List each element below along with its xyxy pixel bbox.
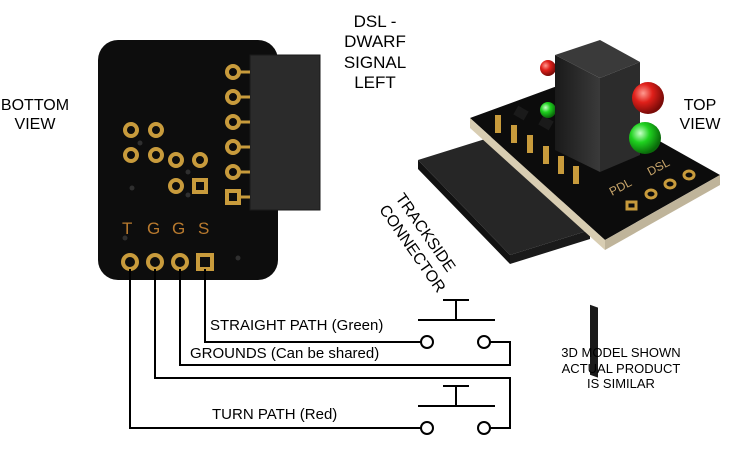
bottom-view-label: BOTTOM VIEW: [0, 96, 70, 134]
red-led: [632, 82, 664, 114]
led-pads: [123, 122, 208, 194]
wiring: [129, 269, 511, 429]
trackside-connector-body: [418, 135, 590, 255]
top-view-3d-model: PDL DSL: [418, 40, 720, 378]
signal-head: [555, 40, 640, 78]
grounds-label: GROUNDS (Can be shared): [190, 345, 380, 362]
bottom-view-pcb: T G G S: [98, 40, 321, 280]
top-view-line-1: TOP: [683, 97, 717, 114]
straight-push-button: [418, 299, 495, 349]
side-header-connector: [249, 54, 321, 211]
dsl-title-line-2: DWARF: [344, 32, 406, 52]
bottom-view-line-2: VIEW: [14, 116, 56, 134]
turn-push-button: [418, 385, 495, 435]
model-note-line-1: 3D MODEL SHOWN: [561, 345, 681, 360]
pad-label-s: S: [198, 219, 209, 238]
green-led: [629, 122, 661, 154]
dsl-title-line-1: DSL -: [353, 12, 397, 31]
top-view-label: TOP VIEW: [672, 96, 728, 134]
pad-label-g1: G: [147, 219, 160, 238]
model-note: 3D MODEL SHOWN ACTUAL PRODUCT IS SIMILAR: [546, 345, 696, 392]
dsl-title-line-3: SIGNAL: [343, 52, 407, 72]
pad-label-t: T: [122, 219, 132, 238]
turn-path-label: TURN PATH (Red): [212, 406, 338, 423]
straight-path-label: STRAIGHT PATH (Green): [210, 317, 384, 334]
trackside-connector-label: TRACKSIDE CONNECTOR: [375, 191, 464, 296]
dsl-title-line-4: LEFT: [354, 73, 396, 93]
top-view-line-2: VIEW: [679, 116, 721, 134]
pad-label-g2: G: [172, 219, 185, 238]
model-note-line-3: IS SIMILAR: [587, 376, 655, 392]
model-note-line-2: ACTUAL PRODUCT: [561, 360, 681, 376]
dsl-title: DSL - DWARF SIGNAL LEFT: [330, 12, 420, 94]
vias: [122, 140, 241, 261]
bottom-view-line-1: BOTTOM: [0, 97, 70, 114]
